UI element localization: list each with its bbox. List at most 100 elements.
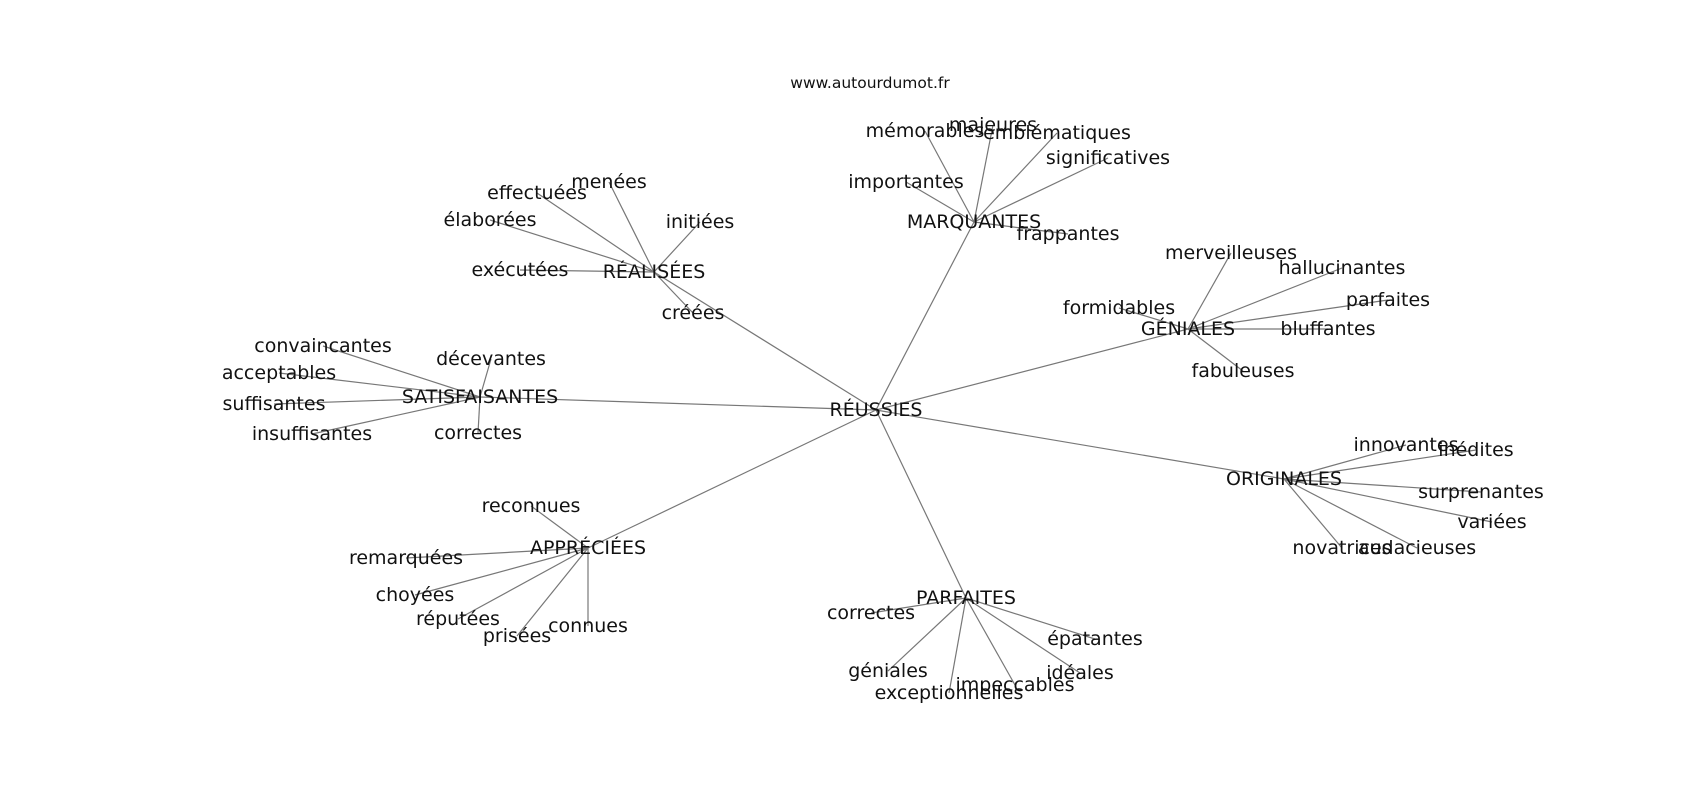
edge-leaf [973,132,1058,223]
edge-leaf [973,221,1069,235]
leaf-word: mémorables [866,120,985,142]
leaf-word: convaincantes [254,335,392,357]
leaf-word: novatrices [1292,537,1391,559]
edge-leaf [870,597,967,614]
edge-leaf [489,219,655,273]
edge-center-1 [875,221,975,411]
edge-center-4 [875,409,1285,480]
edge-leaf [477,396,481,434]
edge-leaf [965,597,1081,674]
edge-leaf [519,269,655,273]
leaf-word: exceptionnelles [875,682,1024,704]
edge-leaf [311,396,481,435]
group-word: ORIGINALES [1226,468,1342,490]
leaf-word: effectuées [487,182,587,204]
labels-layer: www.autourdumot.fr RÉUSSIES menéeseffect… [222,74,1544,704]
group-word: APPRÉCIÉES [530,536,646,559]
edge-leaf [1118,307,1189,330]
leaf-word: innovantes [1354,434,1459,456]
leaf-word: réputées [416,608,500,630]
edge-leaf [457,547,589,620]
leaf-word: formidables [1063,297,1175,319]
group-word: RÉALISÉES [603,260,706,283]
edge-leaf [1283,478,1493,523]
leaf-word: élaborées [444,209,537,231]
edge-leaf [973,124,994,223]
edge-leaf [887,597,967,672]
leaf-word: insuffisantes [252,423,372,445]
edge-leaf [536,192,655,273]
edge-leaf [1187,267,1343,330]
leaf-word: audacieuses [1358,537,1476,559]
group-word: PARFAITES [916,587,1016,609]
edge-leaf [405,547,589,559]
leaf-word: surprenantes [1418,481,1544,503]
edge-center-6 [875,409,967,599]
edge-leaf [1283,444,1407,480]
leaf-word: acceptables [222,362,336,384]
leaf-word: géniales [848,660,928,682]
edge-leaf [1283,449,1477,480]
edge-leaf [653,221,701,273]
edge-leaf [530,505,589,549]
leaf-word: fabuleuses [1192,360,1295,382]
leaf-word: correctes [827,602,915,624]
edge-leaf [1187,299,1389,330]
leaf-word: hallucinantes [1279,257,1406,279]
center-word: RÉUSSIES [830,398,923,421]
leaf-word: choyées [376,584,455,606]
edge-center-5 [587,409,877,549]
leaf-word: variées [1457,511,1526,533]
leaf-word: exécutées [472,259,569,281]
edge-leaf [516,547,589,637]
leaf-word: inédites [1438,439,1513,461]
edge-leaf [905,181,975,223]
leaf-word: idéales [1046,662,1114,684]
leaf-word: suffisantes [223,393,326,415]
edge-leaf [653,271,694,314]
leaf-word: décevantes [436,348,546,370]
edge-center-3 [479,396,877,411]
leaf-word: majeures [949,114,1037,136]
edge-center-0 [653,271,877,411]
edge-leaf [278,372,481,398]
leaf-word: impeccables [955,674,1074,696]
leaf-word: menées [571,171,647,193]
edge-leaf [322,345,481,398]
leaf-word: connues [548,615,628,637]
leaf-word: épatantes [1047,628,1143,650]
leaf-word: merveilleuses [1165,242,1297,264]
edge-leaf [273,396,481,405]
edges-layer [273,124,1493,694]
edge-leaf [1283,478,1343,549]
leaf-word: correctes [434,422,522,444]
group-word: MARQUANTES [907,211,1041,233]
site-url: www.autourdumot.fr [790,74,950,92]
edge-leaf [965,597,1096,640]
edge-leaf [924,130,975,223]
edge-leaf [1283,478,1482,493]
leaf-word: frappantes [1017,223,1120,245]
leaf-word: significatives [1046,147,1170,169]
leaf-word: reconnues [482,495,581,517]
edge-leaf [1283,478,1418,549]
group-word: SATISFAISANTES [402,386,558,408]
leaf-word: emblématiques [983,122,1131,144]
edge-leaf [948,597,967,694]
leaf-word: créées [662,302,725,324]
leaf-word: importantes [848,171,963,193]
leaf-word: prisées [483,625,551,647]
edge-leaf [965,597,1016,686]
edge-leaf [973,157,1109,223]
edge-leaf [414,547,589,596]
group-word: GÉNIALES [1141,317,1235,340]
leaf-word: bluffantes [1280,318,1375,340]
edge-leaf [1187,328,1244,372]
edge-leaf [608,181,655,273]
leaf-word: remarquées [349,547,463,569]
edge-center-2 [875,328,1189,411]
leaf-word: initiées [666,211,735,233]
leaf-word: parfaites [1346,289,1430,311]
edge-leaf [1187,252,1232,330]
